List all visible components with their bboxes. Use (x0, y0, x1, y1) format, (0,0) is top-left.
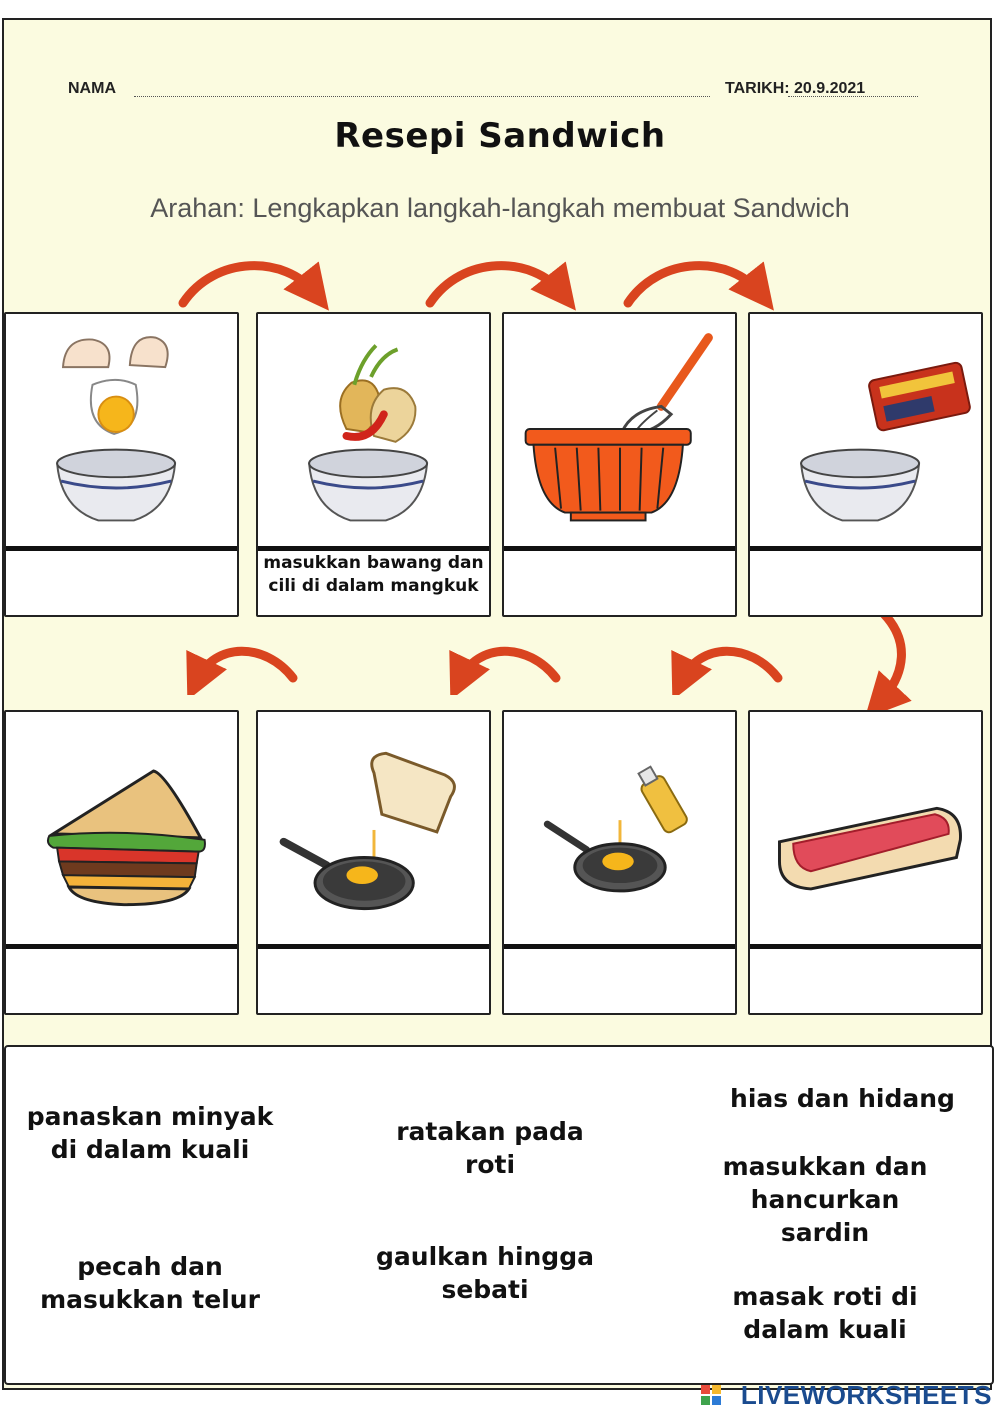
arrow-left-icon (671, 646, 783, 695)
step-card-5 (748, 710, 983, 1015)
date-underline (788, 96, 918, 97)
step-card-4 (748, 312, 983, 617)
brand-wordmark: LIVEWORKSHEETS (740, 1380, 992, 1410)
answer-box-2[interactable]: masukkan bawang dan cili di dalam mangku… (263, 553, 484, 596)
word-bank-item[interactable]: masukkan dan hancurkan sardin (722, 1152, 928, 1247)
answer-box-7[interactable] (258, 950, 489, 1010)
step-card-7 (256, 710, 491, 1015)
whisk-bowl-icon (524, 333, 713, 522)
arrow-left-icon (449, 646, 561, 695)
eggs-into-bowl-icon (56, 336, 177, 522)
liveworksheets-logo-icon (701, 1385, 721, 1405)
instruction-text: Arahan: Lengkapkan langkah-langkah membu… (150, 193, 850, 223)
word-bank-item[interactable]: ratakan pada roti (396, 1117, 584, 1179)
date-label: TARIKH: 20.9.2021 (725, 80, 866, 97)
sandwich-icon (46, 769, 206, 907)
word-bank-item[interactable]: pecah dan masukkan telur (40, 1252, 260, 1314)
word-bank-item[interactable]: masak roti di dalam kuali (732, 1282, 918, 1344)
bread-pan-icon (279, 751, 456, 911)
word-bank-item[interactable]: hias dan hidang (730, 1084, 955, 1113)
step-card-1 (4, 312, 239, 617)
answer-box-3[interactable] (504, 552, 735, 612)
page-title: Resepi Sandwich (334, 116, 666, 156)
name-label: NAMA (68, 80, 116, 97)
arrow-right-icon (425, 261, 576, 311)
arrow-left-icon (186, 646, 298, 695)
step-card-2: masukkan bawang dan cili di dalam mangku… (256, 312, 491, 617)
word-bank-item[interactable]: gaulkan hingga sebati (376, 1242, 594, 1304)
name-field[interactable] (134, 96, 710, 97)
step-card-3 (502, 312, 737, 617)
answer-box-8[interactable] (6, 950, 237, 1010)
word-bank (4, 1045, 994, 1385)
answer-box-4[interactable] (750, 552, 981, 612)
onion-chili-bowl-icon (308, 344, 429, 522)
answer-box-6[interactable] (504, 950, 735, 1010)
arrow-down-icon (864, 605, 912, 719)
arrow-right-icon (178, 261, 329, 311)
answer-box-1[interactable] (6, 552, 237, 612)
step-card-6 (502, 710, 737, 1015)
sardine-can-bowl-icon (800, 361, 971, 522)
oil-pan-icon (543, 765, 688, 893)
sardine-bread-icon (778, 806, 962, 891)
arrow-right-icon (623, 261, 774, 311)
step-card-8 (4, 710, 239, 1015)
answer-box-5[interactable] (750, 950, 981, 1010)
word-bank-item[interactable]: panaskan minyak di dalam kuali (26, 1102, 274, 1164)
